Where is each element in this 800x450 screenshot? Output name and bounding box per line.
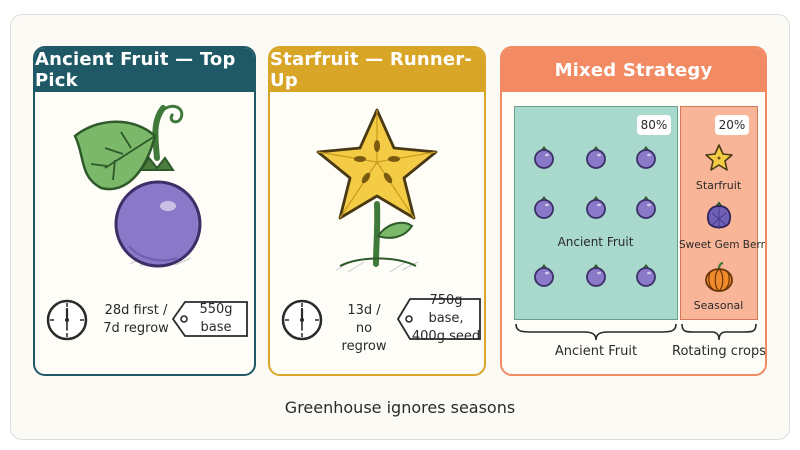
ancient-fruit-mini-icon	[534, 196, 554, 219]
sweet-gem-berry-icon	[706, 201, 732, 229]
starfruit-mini-icon	[705, 144, 733, 171]
ancient-fruit-growth-text: 28d first / 7d regrow	[103, 303, 169, 336]
ancient-fruit-stats: 28d first / 7d regrow 550g base	[45, 290, 249, 350]
ancient-fruit-mini-icon	[586, 146, 606, 169]
ancient-fruit-icon	[73, 104, 202, 268]
ancient-fruit-share-panel: 80% Ancient Fruit	[514, 106, 678, 320]
ancient-fruit-share-badge: 80%	[637, 115, 671, 135]
ancient-fruit-price-text: 550g base	[199, 302, 233, 335]
mixed-strategy-card: Mixed Strategy 80% Ancient Fruit 20% Sta…	[500, 46, 767, 376]
starfruit-icon	[316, 108, 438, 273]
starfruit-card: Starfruit — Runner-Up	[268, 46, 486, 376]
pumpkin-icon	[705, 261, 733, 292]
ancient-fruit-price-tag: 550g base	[169, 296, 249, 342]
price-tag-icon	[171, 301, 248, 337]
mixed-strategy-card-title: Mixed Strategy	[502, 48, 765, 92]
ancient-fruit-mini-icon	[636, 264, 656, 287]
ancient-fruit-brace	[515, 323, 677, 341]
footer-caption: Greenhouse ignores seasons	[284, 398, 516, 417]
ancient-fruit-share-label: Ancient Fruit	[557, 235, 634, 249]
clock-icon	[46, 299, 88, 341]
starfruit-card-title: Starfruit — Runner-Up	[270, 48, 484, 92]
ancient-fruit-brace-label: Ancient Fruit	[554, 344, 638, 359]
ancient-fruit-mini-icon	[636, 196, 656, 219]
ancient-fruit-mini-icon	[586, 264, 606, 287]
rotating-crops-brace	[681, 323, 757, 341]
rotating-item-label: Starfruit	[695, 179, 742, 192]
starfruit-growth-text: 13d / no regrow	[341, 303, 387, 354]
ancient-fruit-mini-icon	[636, 146, 656, 169]
starfruit-price-text: 750g base, 400g seed	[411, 293, 481, 344]
starfruit-stats: 13d / no regrow 750g base, 400g seed	[280, 290, 481, 354]
starfruit-price-tag: 750g base, 400g seed	[394, 293, 484, 344]
clock-icon	[281, 299, 323, 341]
ancient-fruit-mini-icon	[586, 196, 606, 219]
ancient-fruit-card-title: Ancient Fruit — Top Pick	[35, 48, 254, 92]
ancient-fruit-mini-icon	[534, 264, 554, 287]
rotating-item-label: Seasonal	[693, 299, 744, 312]
price-tag-icon	[396, 298, 481, 340]
rotating-crops-share-badge: 20%	[715, 115, 749, 135]
ancient-fruit-card: Ancient Fruit — Top Pick	[33, 46, 256, 376]
rotating-crops-brace-label: Rotating crops	[672, 344, 766, 359]
ancient-fruit-mini-icon	[534, 146, 554, 169]
rotating-crops-panel: 20% Starfruit Sweet Gem Berry Seasonal	[679, 106, 767, 320]
rotating-item-label: Sweet Gem Berry	[679, 239, 767, 251]
